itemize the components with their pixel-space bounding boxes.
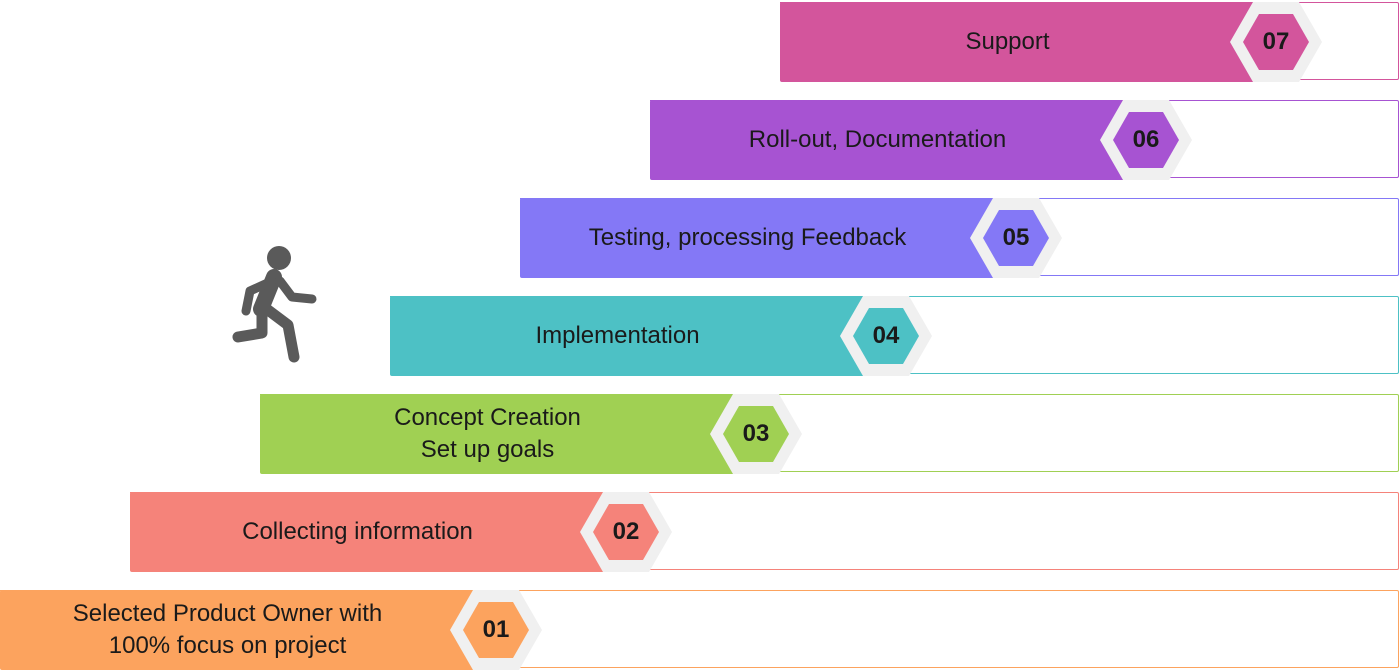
step-number-hexagon: 06 (1100, 100, 1192, 180)
step-label: Roll-out, Documentation (748, 126, 1007, 153)
step-label: Testing, processing Feedback (588, 224, 907, 251)
step-bar (390, 296, 865, 376)
step-number: 06 (1132, 126, 1160, 153)
step-number: 02 (612, 518, 640, 545)
step-number-hexagon: 05 (970, 198, 1062, 278)
step-number-hexagon: 03 (710, 394, 802, 474)
running-person-icon (232, 246, 317, 363)
step-number: 01 (482, 616, 510, 643)
step-bar (650, 100, 1125, 180)
step-label: Selected Product Owner with 100% focus o… (72, 600, 383, 659)
step-06: Roll-out, Documentation 06 (650, 100, 1399, 180)
step-label: Collecting information (242, 518, 473, 545)
step-number: 05 (1002, 224, 1030, 251)
step-07: Support 07 (780, 2, 1399, 82)
step-05: Testing, processing Feedback 05 (520, 198, 1399, 278)
step-01: Selected Product Owner with 100% focus o… (0, 590, 1399, 670)
step-bar (130, 492, 605, 572)
step-04: Implementation 04 (390, 296, 1399, 376)
step-number-hexagon: 07 (1230, 2, 1322, 82)
step-number-hexagon: 04 (840, 296, 932, 376)
step-number: 07 (1262, 28, 1290, 55)
step-bar (520, 198, 995, 278)
step-label: Implementation (535, 322, 700, 349)
step-label: Support (965, 28, 1050, 55)
step-bar (780, 2, 1255, 82)
step-02: Collecting information 02 (130, 492, 1399, 572)
step-number: 03 (742, 420, 770, 447)
step-number-hexagon: 01 (450, 590, 542, 670)
step-label: Concept Creation Set up goals (394, 404, 581, 463)
step-03: Concept Creation Set up goals 03 (260, 394, 1399, 474)
step-number: 04 (872, 322, 900, 349)
step-bar (0, 590, 475, 670)
step-bar (260, 394, 735, 474)
step-number-hexagon: 02 (580, 492, 672, 572)
